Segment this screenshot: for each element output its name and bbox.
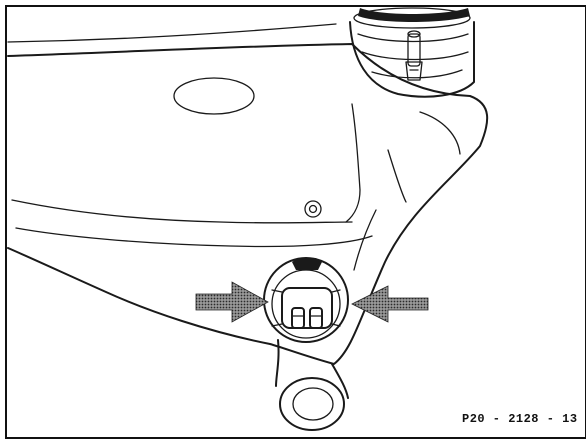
housing-step-edge — [345, 103, 361, 223]
tank-housing — [7, 43, 489, 365]
connector-pin-right — [309, 307, 323, 329]
housing-lower-rim-inner — [15, 227, 373, 248]
fuel-sender-connector — [263, 257, 349, 343]
mounting-screw — [304, 200, 322, 218]
figure-reference-code: P20 - 2128 - 13 — [462, 412, 578, 426]
outlet-pipe — [275, 339, 349, 431]
vent-nozzle — [405, 30, 423, 81]
housing-lower-rim — [11, 199, 353, 224]
housing-side-edge — [387, 149, 407, 203]
connector-plug — [281, 287, 333, 329]
figure-frame — [5, 5, 586, 439]
body-panel-edge — [7, 23, 337, 43]
top-oval-recess — [173, 77, 255, 115]
arrow-left-icon — [351, 285, 429, 323]
connector-pin-left — [291, 307, 305, 329]
housing-shoulder-line — [419, 111, 461, 155]
arrow-right-icon — [195, 281, 269, 323]
housing-rear-contour — [353, 209, 377, 271]
filler-neck — [349, 7, 475, 98]
